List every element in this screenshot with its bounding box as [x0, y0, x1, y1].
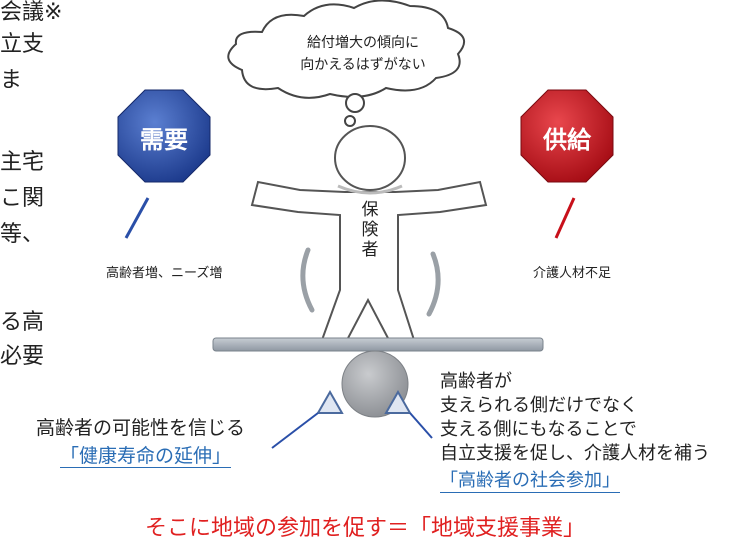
- bottom-summary: そこに地域の参加を促す＝「地域支援事業」: [145, 516, 586, 541]
- demand-caption: 高齢者増、ニーズ増: [106, 266, 223, 281]
- support-triangle-right: [384, 389, 412, 414]
- thought-cloud: [227, 0, 466, 99]
- thought-line-2: 向かえるはずがない: [300, 57, 426, 73]
- supply-slash: [554, 197, 576, 239]
- supply-caption: 介護人材不足: [533, 266, 612, 281]
- connector-right: [409, 412, 433, 439]
- supply-label: 供給: [543, 126, 591, 154]
- right-note-line: 高齢者が: [440, 371, 512, 392]
- thought-text: 給付増大の傾向に 向かえるはずがない: [268, 32, 458, 76]
- demand-octagon: [117, 89, 211, 183]
- supply-octagon: [520, 89, 614, 183]
- left-fragment: 等、: [0, 222, 45, 247]
- left-fragment: こ関: [0, 186, 45, 211]
- insurer-label: 保 険 者: [360, 200, 380, 260]
- insurer-char: 保: [361, 200, 379, 220]
- wobble-arc-left: [300, 247, 315, 313]
- left-note-text: 高齢者の可能性を信じる: [36, 417, 246, 439]
- balance-plank: [212, 337, 544, 352]
- right-note-line: 自立支援を促し、介護人材を補う: [440, 443, 710, 464]
- insurer-char: 者: [361, 240, 379, 260]
- insurer-char: 険: [361, 220, 379, 240]
- left-fragment: る高: [0, 310, 45, 335]
- thought-dot: [344, 115, 356, 127]
- support-triangle-left: [316, 389, 344, 414]
- insurer-person-figure: [250, 125, 488, 344]
- demand-slash: [124, 197, 150, 239]
- thought-line-1: 給付増大の傾向に: [307, 35, 419, 51]
- left-fragment: 必要: [0, 344, 45, 369]
- fulcrum-ball: [341, 350, 409, 418]
- right-note: 高齢者が 支えられる側だけでなく 支える側にもなることで 自立支援を促し、介護人…: [440, 370, 710, 466]
- left-fragment: 会議※: [0, 0, 63, 25]
- right-note-line: 支えられる側だけでなく: [440, 395, 638, 416]
- wobble-arc-right: [426, 251, 441, 317]
- left-fragment: 主宅: [0, 150, 45, 175]
- left-fragment: 立支: [0, 32, 45, 57]
- social-participation-link[interactable]: 「高齢者の社会参加」: [440, 470, 620, 493]
- connector-left: [271, 412, 319, 449]
- left-fragment: ま: [0, 68, 23, 93]
- demand-label: 需要: [140, 126, 188, 154]
- right-note-line: 支える側にもなることで: [440, 419, 637, 440]
- thought-dot: [345, 93, 365, 113]
- healthy-life-link[interactable]: 「健康寿命の延伸」: [60, 445, 232, 468]
